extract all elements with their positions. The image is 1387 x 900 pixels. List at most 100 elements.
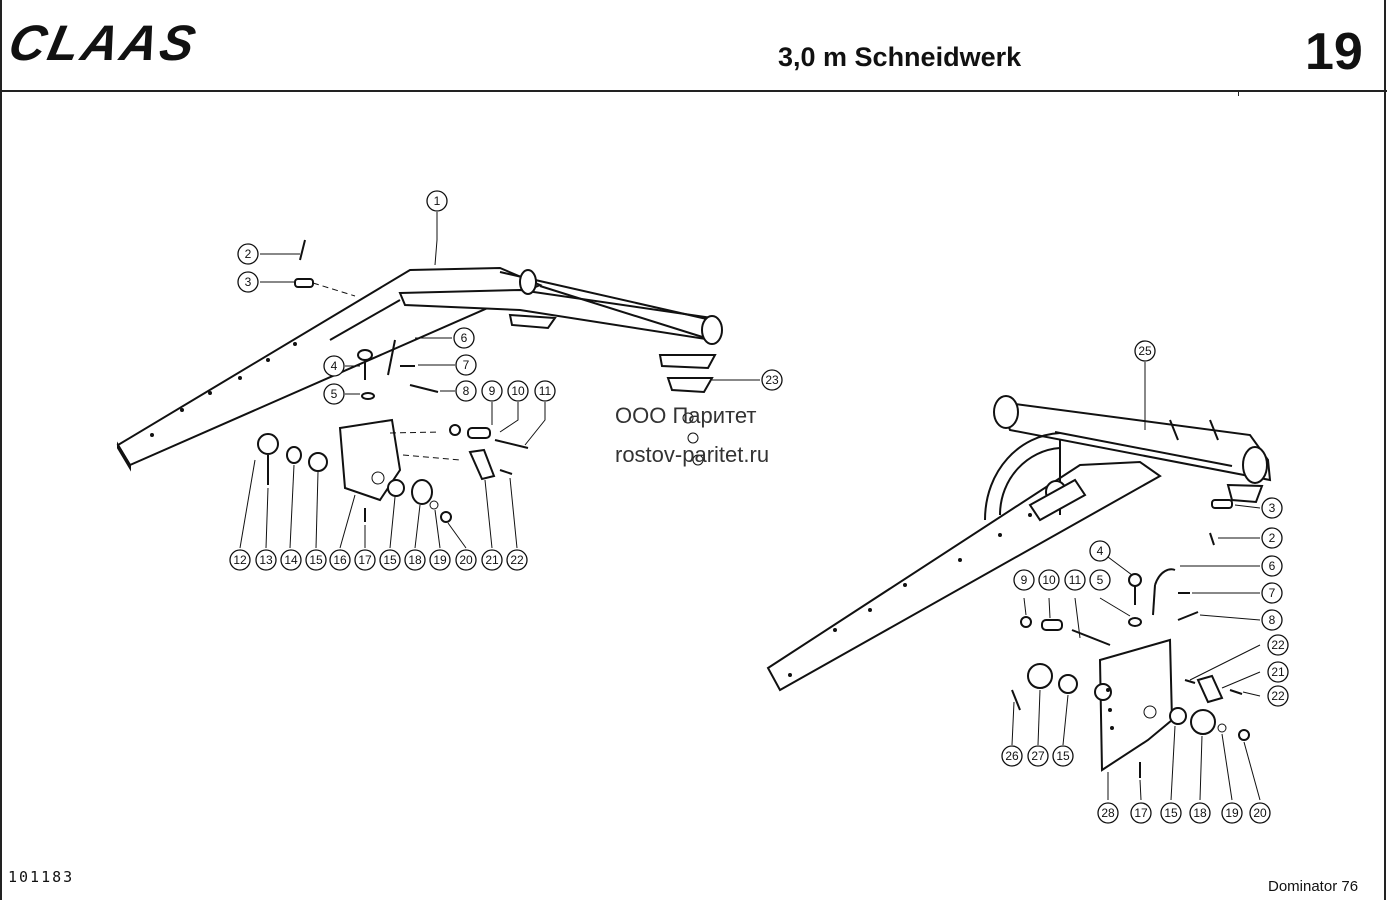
svg-text:13: 13 — [259, 553, 273, 567]
left-leaders — [239, 212, 760, 549]
callout-left-15a: 15 — [305, 549, 327, 571]
callout-left-17: 17 — [354, 549, 376, 571]
svg-text:1: 1 — [434, 194, 441, 208]
callout-left-9: 9 — [481, 380, 503, 402]
callout-right-10: 10 — [1038, 569, 1060, 591]
callout-right-8: 8 — [1261, 609, 1283, 631]
callout-left-11: 11 — [534, 380, 556, 402]
pageno-box-left — [1238, 90, 1239, 96]
svg-text:6: 6 — [461, 331, 468, 345]
svg-text:21: 21 — [1271, 665, 1285, 679]
svg-text:22: 22 — [1271, 638, 1285, 652]
svg-text:15: 15 — [1164, 806, 1178, 820]
svg-text:9: 9 — [1021, 573, 1028, 587]
callout-right-2: 2 — [1261, 527, 1283, 549]
svg-text:22: 22 — [1271, 689, 1285, 703]
left-small-parts — [257, 239, 529, 523]
callout-right-26: 26 — [1001, 745, 1023, 767]
callout-right-25: 25 — [1134, 340, 1156, 362]
model-name: Dominator 76 — [1268, 878, 1359, 895]
watermark-company: ООО Паритет — [615, 403, 757, 428]
right-leaders — [1011, 362, 1261, 801]
callout-right-17: 17 — [1130, 802, 1152, 824]
page-number: 19 — [1305, 23, 1363, 81]
callout-left-16: 16 — [329, 549, 351, 571]
callout-left-19: 19 — [429, 549, 451, 571]
callout-right-21: 21 — [1267, 661, 1289, 683]
callout-left-13: 13 — [255, 549, 277, 571]
callout-left-10: 10 — [507, 380, 529, 402]
callout-left-21: 21 — [481, 549, 503, 571]
callout-right-7: 7 — [1261, 582, 1283, 604]
callout-right-5: 5 — [1089, 569, 1111, 591]
callout-right-22a: 22 — [1267, 634, 1289, 656]
svg-text:8: 8 — [1269, 613, 1276, 627]
callout-left-3: 3 — [237, 271, 259, 293]
callout-left-6: 6 — [453, 327, 475, 349]
page-title: 3,0 m Schneidwerk — [778, 42, 1022, 72]
svg-text:27: 27 — [1031, 749, 1045, 763]
svg-text:11: 11 — [539, 384, 552, 398]
callout-right-22b: 22 — [1267, 685, 1289, 707]
svg-text:20: 20 — [1253, 806, 1267, 820]
svg-text:4: 4 — [331, 359, 338, 373]
svg-text:9: 9 — [489, 384, 496, 398]
callout-right-27: 27 — [1027, 745, 1049, 767]
callout-right-3: 3 — [1261, 497, 1283, 519]
svg-text:10: 10 — [511, 384, 525, 398]
svg-text:19: 19 — [433, 553, 447, 567]
callout-left-23: 23 — [761, 369, 783, 391]
svg-text:3: 3 — [1269, 501, 1276, 515]
svg-text:21: 21 — [485, 553, 499, 567]
callout-right-4: 4 — [1089, 540, 1111, 562]
svg-text:14: 14 — [284, 553, 298, 567]
callout-left-12: 12 — [229, 549, 251, 571]
right-frame — [766, 395, 1272, 692]
callout-right-15a: 15 — [1052, 745, 1074, 767]
svg-text:25: 25 — [1138, 344, 1152, 358]
callout-right-9: 9 — [1013, 569, 1035, 591]
header-rule — [0, 90, 1387, 92]
svg-text:15: 15 — [1056, 749, 1070, 763]
callout-right-6: 6 — [1261, 555, 1283, 577]
svg-text:2: 2 — [1269, 531, 1276, 545]
svg-text:7: 7 — [1269, 586, 1276, 600]
callout-right-18: 18 — [1189, 802, 1211, 824]
watermark-url: rostov-paritet.ru — [615, 442, 770, 467]
callout-left-22: 22 — [506, 549, 528, 571]
svg-text:16: 16 — [333, 553, 347, 567]
svg-text:18: 18 — [1193, 806, 1207, 820]
svg-text:8: 8 — [463, 384, 470, 398]
left-frame — [116, 266, 723, 472]
svg-text:15: 15 — [383, 553, 397, 567]
callout-left-14: 14 — [280, 549, 302, 571]
callout-left-4: 4 — [323, 355, 345, 377]
svg-text:28: 28 — [1101, 806, 1115, 820]
right-small-parts — [1011, 499, 1250, 778]
callout-left-2: 2 — [237, 243, 259, 265]
callout-right-28: 28 — [1097, 802, 1119, 824]
callout-left-5: 5 — [323, 383, 345, 405]
svg-text:17: 17 — [1134, 806, 1148, 820]
callout-left-18: 18 — [404, 549, 426, 571]
callout-left-1: 1 — [426, 190, 448, 212]
right-border — [1384, 0, 1386, 900]
svg-text:2: 2 — [245, 247, 252, 261]
svg-text:5: 5 — [331, 387, 338, 401]
svg-text:6: 6 — [1269, 559, 1276, 573]
svg-text:7: 7 — [463, 358, 470, 372]
callout-right-20: 20 — [1249, 802, 1271, 824]
svg-text:12: 12 — [233, 553, 247, 567]
svg-text:11: 11 — [1069, 573, 1082, 587]
svg-text:5: 5 — [1097, 573, 1104, 587]
left-border — [0, 0, 2, 900]
svg-text:20: 20 — [459, 553, 473, 567]
svg-text:26: 26 — [1005, 749, 1019, 763]
svg-text:15: 15 — [309, 553, 323, 567]
svg-text:23: 23 — [765, 373, 779, 387]
svg-text:22: 22 — [510, 553, 524, 567]
callout-right-11: 11 — [1064, 569, 1086, 591]
svg-text:4: 4 — [1097, 544, 1104, 558]
